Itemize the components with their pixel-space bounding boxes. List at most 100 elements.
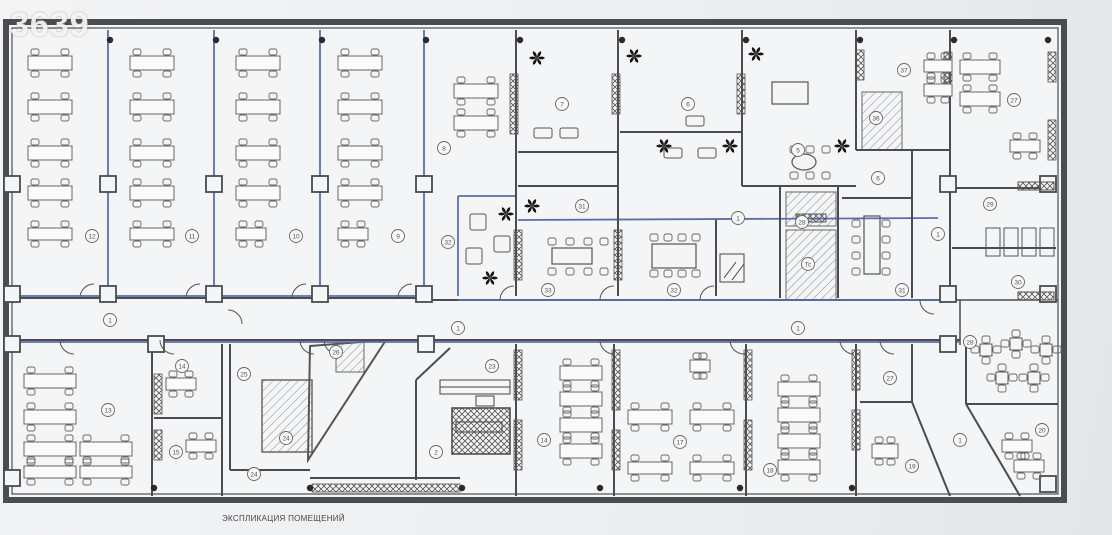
radiator-marker — [950, 36, 958, 44]
room-number-label: 27 — [1007, 93, 1021, 107]
cafe-table — [1027, 371, 1041, 385]
room-number-text: Tc — [805, 262, 812, 269]
radiator-marker — [306, 484, 314, 492]
room-number-text: 32 — [670, 288, 678, 295]
room-number-label: 14 — [537, 433, 551, 447]
plant-icon — [529, 51, 545, 65]
chair — [1029, 384, 1039, 393]
room-number-label: 27 — [883, 371, 897, 385]
radiator-marker — [1044, 36, 1052, 44]
room-number-label: 6 — [871, 171, 885, 185]
room-number-label: 6 — [681, 97, 695, 111]
room-number-text: 10 — [292, 234, 300, 241]
desk-with-chairs — [337, 48, 383, 78]
room-number-text: 24 — [282, 436, 290, 443]
chair — [805, 145, 815, 154]
room-number-text: 20 — [1038, 428, 1046, 435]
room-number-label: 12 — [85, 229, 99, 243]
sofa — [697, 147, 717, 159]
room-number-text: 1 — [456, 326, 460, 333]
radiator-marker — [212, 36, 220, 44]
cafe-table — [979, 343, 993, 357]
room-number-text: 36 — [872, 116, 880, 123]
chair — [547, 237, 557, 246]
desk-with-chairs — [235, 48, 281, 78]
desk-with-chairs — [235, 138, 281, 168]
chair — [851, 251, 861, 260]
desk-with-chairs — [129, 178, 175, 208]
room-number-label: 31 — [575, 199, 589, 213]
room-number-label: 5 — [791, 143, 805, 157]
room-number-label: 33 — [541, 283, 555, 297]
plant-icon — [748, 47, 764, 61]
desk-with-chairs — [777, 452, 821, 482]
lift-core — [439, 253, 745, 407]
room-number-label: 11 — [185, 229, 199, 243]
desk-with-chairs — [923, 52, 953, 80]
room-number-text: 37 — [900, 68, 908, 75]
radiator-marker — [848, 484, 856, 492]
structural-columns — [3, 175, 1057, 493]
sofa — [685, 115, 705, 127]
chair — [663, 233, 673, 242]
room-number-text: 1 — [796, 326, 800, 333]
room-number-text: 1 — [736, 216, 740, 223]
chair — [851, 235, 861, 244]
room-number-text: 12 — [88, 234, 96, 241]
desk-with-chairs — [689, 352, 711, 380]
plant-icon — [722, 139, 738, 153]
chair — [851, 267, 861, 276]
room-number-label: 7 — [555, 97, 569, 111]
desk-with-chairs — [1009, 132, 1041, 160]
chair — [997, 384, 1007, 393]
room-number-label: 29 — [983, 197, 997, 211]
chair — [547, 267, 557, 276]
desk-with-chairs — [689, 402, 735, 432]
desk-with-chairs — [627, 454, 673, 482]
chair — [583, 267, 593, 276]
room-number-text: 1 — [958, 438, 962, 445]
chair — [649, 269, 659, 278]
sofa — [533, 127, 553, 139]
chair — [1011, 329, 1021, 338]
chair — [1040, 373, 1050, 382]
desk-with-chairs — [129, 48, 175, 78]
kitchen-counter — [795, 213, 827, 223]
plant-icon — [656, 139, 672, 153]
plant-icon — [834, 139, 850, 153]
desk-with-chairs — [27, 138, 73, 168]
chair — [881, 267, 891, 276]
window-strips — [153, 49, 1057, 493]
room-number-text: 28 — [966, 340, 974, 347]
room-number-label: 8 — [437, 141, 451, 155]
plant-icon — [524, 199, 540, 213]
room-number-text: 27 — [1010, 98, 1018, 105]
desk-with-chairs — [337, 138, 383, 168]
chair — [1030, 345, 1040, 354]
radiator-marker — [106, 36, 114, 44]
chair — [565, 237, 575, 246]
chair — [599, 237, 609, 246]
desk-with-chairs — [129, 138, 175, 168]
room-number-label: 1 — [731, 211, 745, 225]
radiator-marker — [150, 484, 158, 492]
room-number-label: 1 — [451, 321, 465, 335]
desk-with-chairs — [79, 458, 133, 486]
radiator-marker — [318, 36, 326, 44]
room-number-label: 18 — [763, 463, 777, 477]
sofa — [559, 127, 579, 139]
room-number-label: 37 — [897, 63, 911, 77]
room-number-label: 28 — [795, 215, 809, 229]
chair — [981, 335, 991, 344]
room-number-label: 24 — [247, 467, 261, 481]
chair — [663, 269, 673, 278]
chair — [1022, 339, 1032, 348]
room-number-text: 25 — [240, 372, 248, 379]
room-number-text: 6 — [686, 102, 690, 109]
room-number-text: 7 — [560, 102, 564, 109]
room-number-label: 25 — [237, 367, 251, 381]
room-number-text: 15 — [172, 450, 180, 457]
desk-with-chairs — [337, 220, 369, 248]
